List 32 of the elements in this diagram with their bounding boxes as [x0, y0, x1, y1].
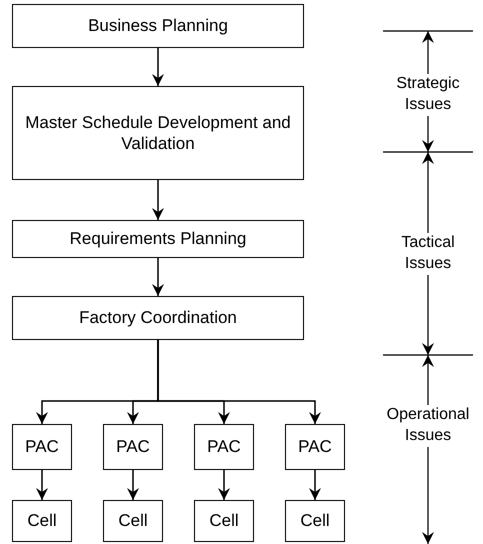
- box-label: Business Planning: [88, 15, 228, 37]
- arrow: [152, 180, 164, 220]
- arrow: [157, 340, 321, 424]
- arrow: [309, 470, 321, 500]
- process-box: [285, 424, 345, 470]
- process-box: [103, 424, 163, 470]
- box-label: PAC: [25, 436, 59, 458]
- process-box: [12, 424, 72, 470]
- box-label: Factory Coordination: [79, 307, 237, 329]
- box-label: PAC: [298, 436, 332, 458]
- process-box: [12, 220, 304, 258]
- process-box: [103, 500, 163, 542]
- arrow: [36, 470, 48, 500]
- box-label: Cell: [209, 510, 239, 532]
- arrow: [152, 48, 164, 86]
- box-label: PAC: [116, 436, 150, 458]
- box-label: Cell: [27, 510, 57, 532]
- box-label: Cell: [118, 510, 148, 532]
- process-box: [12, 86, 304, 180]
- arrow: [127, 470, 139, 500]
- process-box: [194, 424, 254, 470]
- process-box: [12, 4, 304, 48]
- process-box: [12, 500, 72, 542]
- box-label: Cell: [300, 510, 330, 532]
- process-box: [194, 500, 254, 542]
- process-box: [12, 296, 304, 340]
- arrow: [218, 470, 230, 500]
- process-box: [285, 500, 345, 542]
- box-label: Master Schedule Development and Validation: [24, 112, 292, 154]
- arrow: [152, 258, 164, 296]
- box-label: PAC: [207, 436, 241, 458]
- box-label: Requirements Planning: [70, 228, 246, 250]
